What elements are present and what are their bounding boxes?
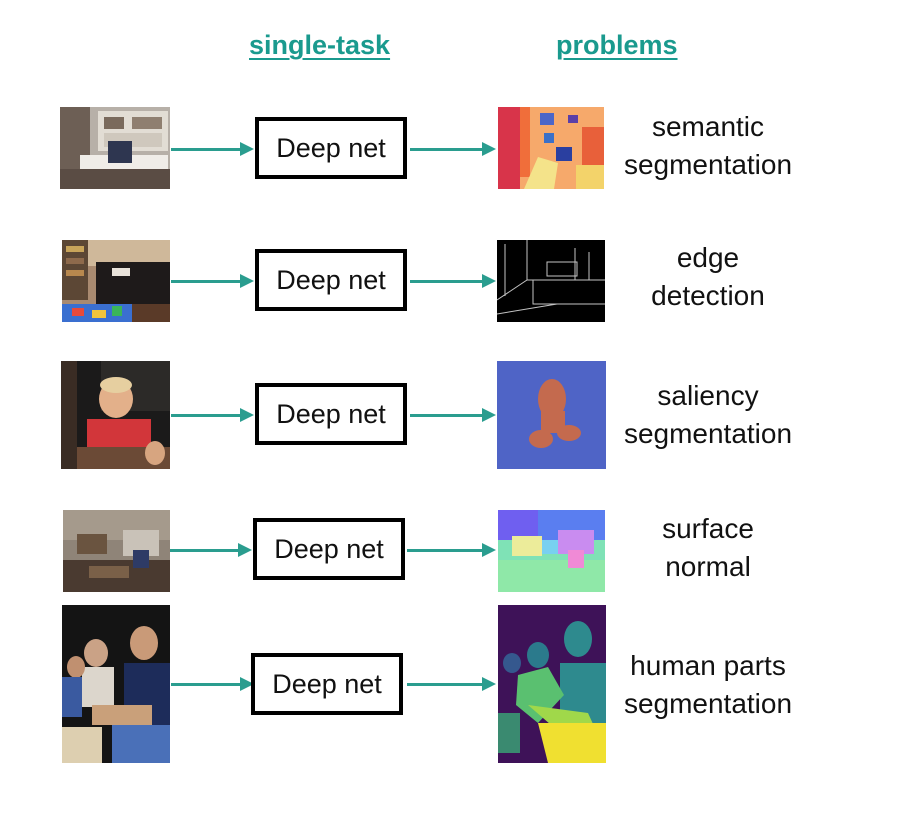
input-image-child [61,361,170,469]
arrow-net-to-output [410,142,496,156]
arrow-input-to-net [171,274,254,288]
output-edge-map [497,240,605,322]
deep-net-box: Deep net [251,653,403,715]
arrow-input-to-net [171,142,254,156]
deep-net-box: Deep net [253,518,405,580]
input-image-living-room [63,510,170,592]
arrow-net-to-output [407,677,496,691]
deep-net-box: Deep net [255,383,407,445]
header-problems: problems [556,30,678,60]
header-single-task: single-task [249,30,391,60]
input-image-bedroom [62,240,170,322]
input-image-people [62,605,170,763]
deep-net-box: Deep net [255,117,407,179]
input-image-kitchen [60,107,170,189]
deep-net-box: Deep net [255,249,407,311]
output-human-parts-map [498,605,606,763]
arrow-input-to-net [170,543,252,557]
output-surface-normal-map [498,510,605,592]
output-saliency-mask [497,361,606,469]
arrow-net-to-output [410,274,496,288]
arrow-net-to-output [407,543,496,557]
arrow-net-to-output [410,408,496,422]
arrow-input-to-net [171,677,254,691]
arrow-input-to-net [171,408,254,422]
output-semantic-segmentation-map [498,107,604,189]
